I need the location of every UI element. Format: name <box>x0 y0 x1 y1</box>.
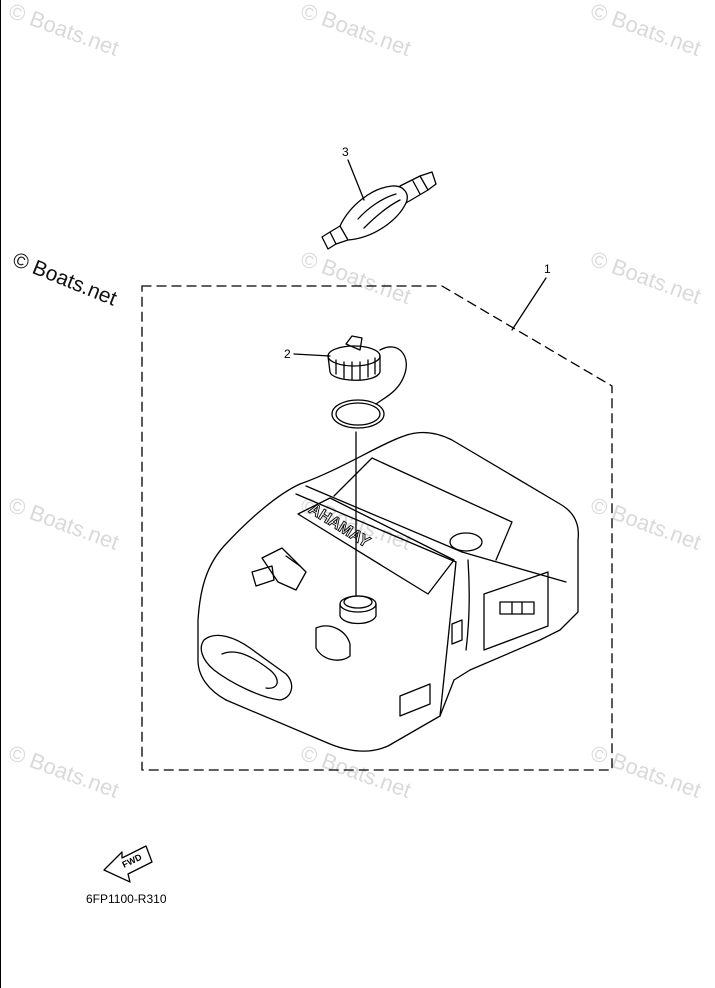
assembly-boundary <box>141 285 613 771</box>
fuel-cap-part <box>293 335 407 597</box>
page-left-border <box>0 0 1 988</box>
callout-part-2: 2 <box>284 347 291 361</box>
leader-line-1 <box>511 277 547 331</box>
fwd-arrow-icon <box>103 845 153 883</box>
fwd-label: FWD <box>120 852 143 870</box>
callout-part-3: 3 <box>342 145 349 159</box>
callout-part-1: 1 <box>544 262 551 276</box>
diagram-part-code: 6FP1100-R310 <box>86 892 167 906</box>
tank-brand-text: YAMAHA <box>305 500 373 551</box>
fuel-tank-part <box>197 431 580 752</box>
primer-bulb-part <box>321 159 437 250</box>
